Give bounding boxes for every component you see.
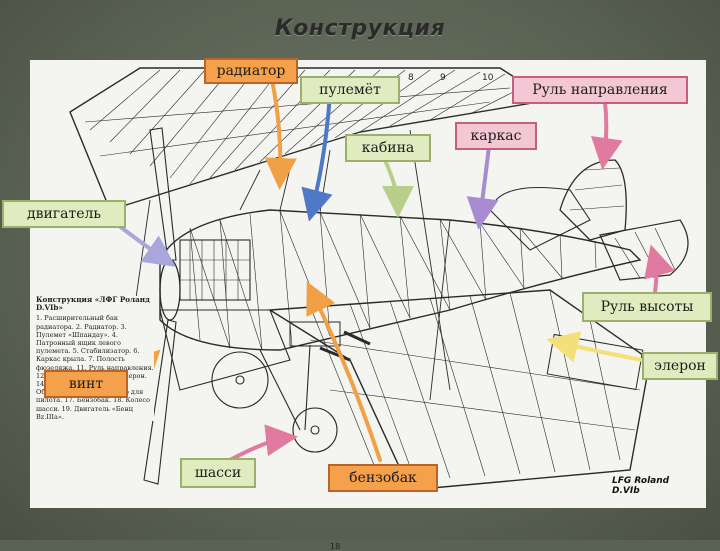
caption-body: 1. Расширительный бак радиатора. 2. Ради… — [36, 314, 154, 421]
horizontal-stabilizer — [599, 219, 689, 281]
label-frame: каркас — [455, 122, 537, 150]
slide-title: Конструкция — [274, 16, 446, 41]
part-number-10: 10 — [482, 73, 494, 83]
propeller-blade-lower — [143, 319, 177, 485]
part-number-9: 9 — [440, 73, 446, 83]
fuselage-frames — [189, 210, 597, 351]
label-elevator: Руль высоты — [582, 292, 712, 322]
label-fuel-tank: бензобак — [328, 464, 438, 492]
arrow-landing-gear — [228, 424, 298, 462]
fuselage-outline — [159, 209, 642, 351]
arrow-cockpit — [381, 158, 414, 218]
label-propeller: винт — [44, 370, 128, 398]
landing-gear — [211, 344, 338, 453]
label-aileron: элерон — [642, 352, 718, 380]
arrow-fuel-tank — [306, 281, 382, 462]
tail-frame — [489, 187, 591, 251]
arrow-radiator — [264, 78, 297, 190]
arrow-rudder — [590, 100, 623, 170]
fuel-tank-shape — [289, 321, 341, 347]
part-number-8: 8 — [408, 73, 414, 83]
label-landing-gear: шасси — [180, 458, 256, 488]
label-engine: двигатель — [2, 200, 126, 228]
lower-wing-ribs — [309, 290, 641, 481]
arrow-elevator — [644, 244, 675, 294]
aircraft-drawing: 8 9 10 18 — [30, 60, 706, 551]
lower-left-wing — [159, 309, 291, 391]
construction-caption: Конструкция «ЛФГ Роланд D.VIb» 1. Расшир… — [36, 295, 154, 422]
arrow-aileron — [546, 331, 644, 363]
label-cockpit: кабина — [345, 134, 431, 162]
aircraft-schematic: 8 9 10 — [69, 67, 689, 491]
vertical-tail — [559, 159, 627, 241]
part-number-18: 18 — [330, 542, 341, 551]
label-radiator: радиатор — [204, 58, 298, 84]
caption-heading: Конструкция «ЛФГ Роланд D.VIb» — [36, 295, 150, 313]
label-rudder: Руль направления — [512, 76, 688, 104]
propeller-hub — [159, 259, 181, 321]
label-machine-gun: пулемёт — [300, 76, 400, 104]
model-brand-label: LFG Roland D.VIb — [612, 476, 670, 496]
arrow-frame — [466, 136, 499, 230]
arrow-machine-gun — [301, 93, 333, 222]
engine-block — [179, 239, 251, 301]
